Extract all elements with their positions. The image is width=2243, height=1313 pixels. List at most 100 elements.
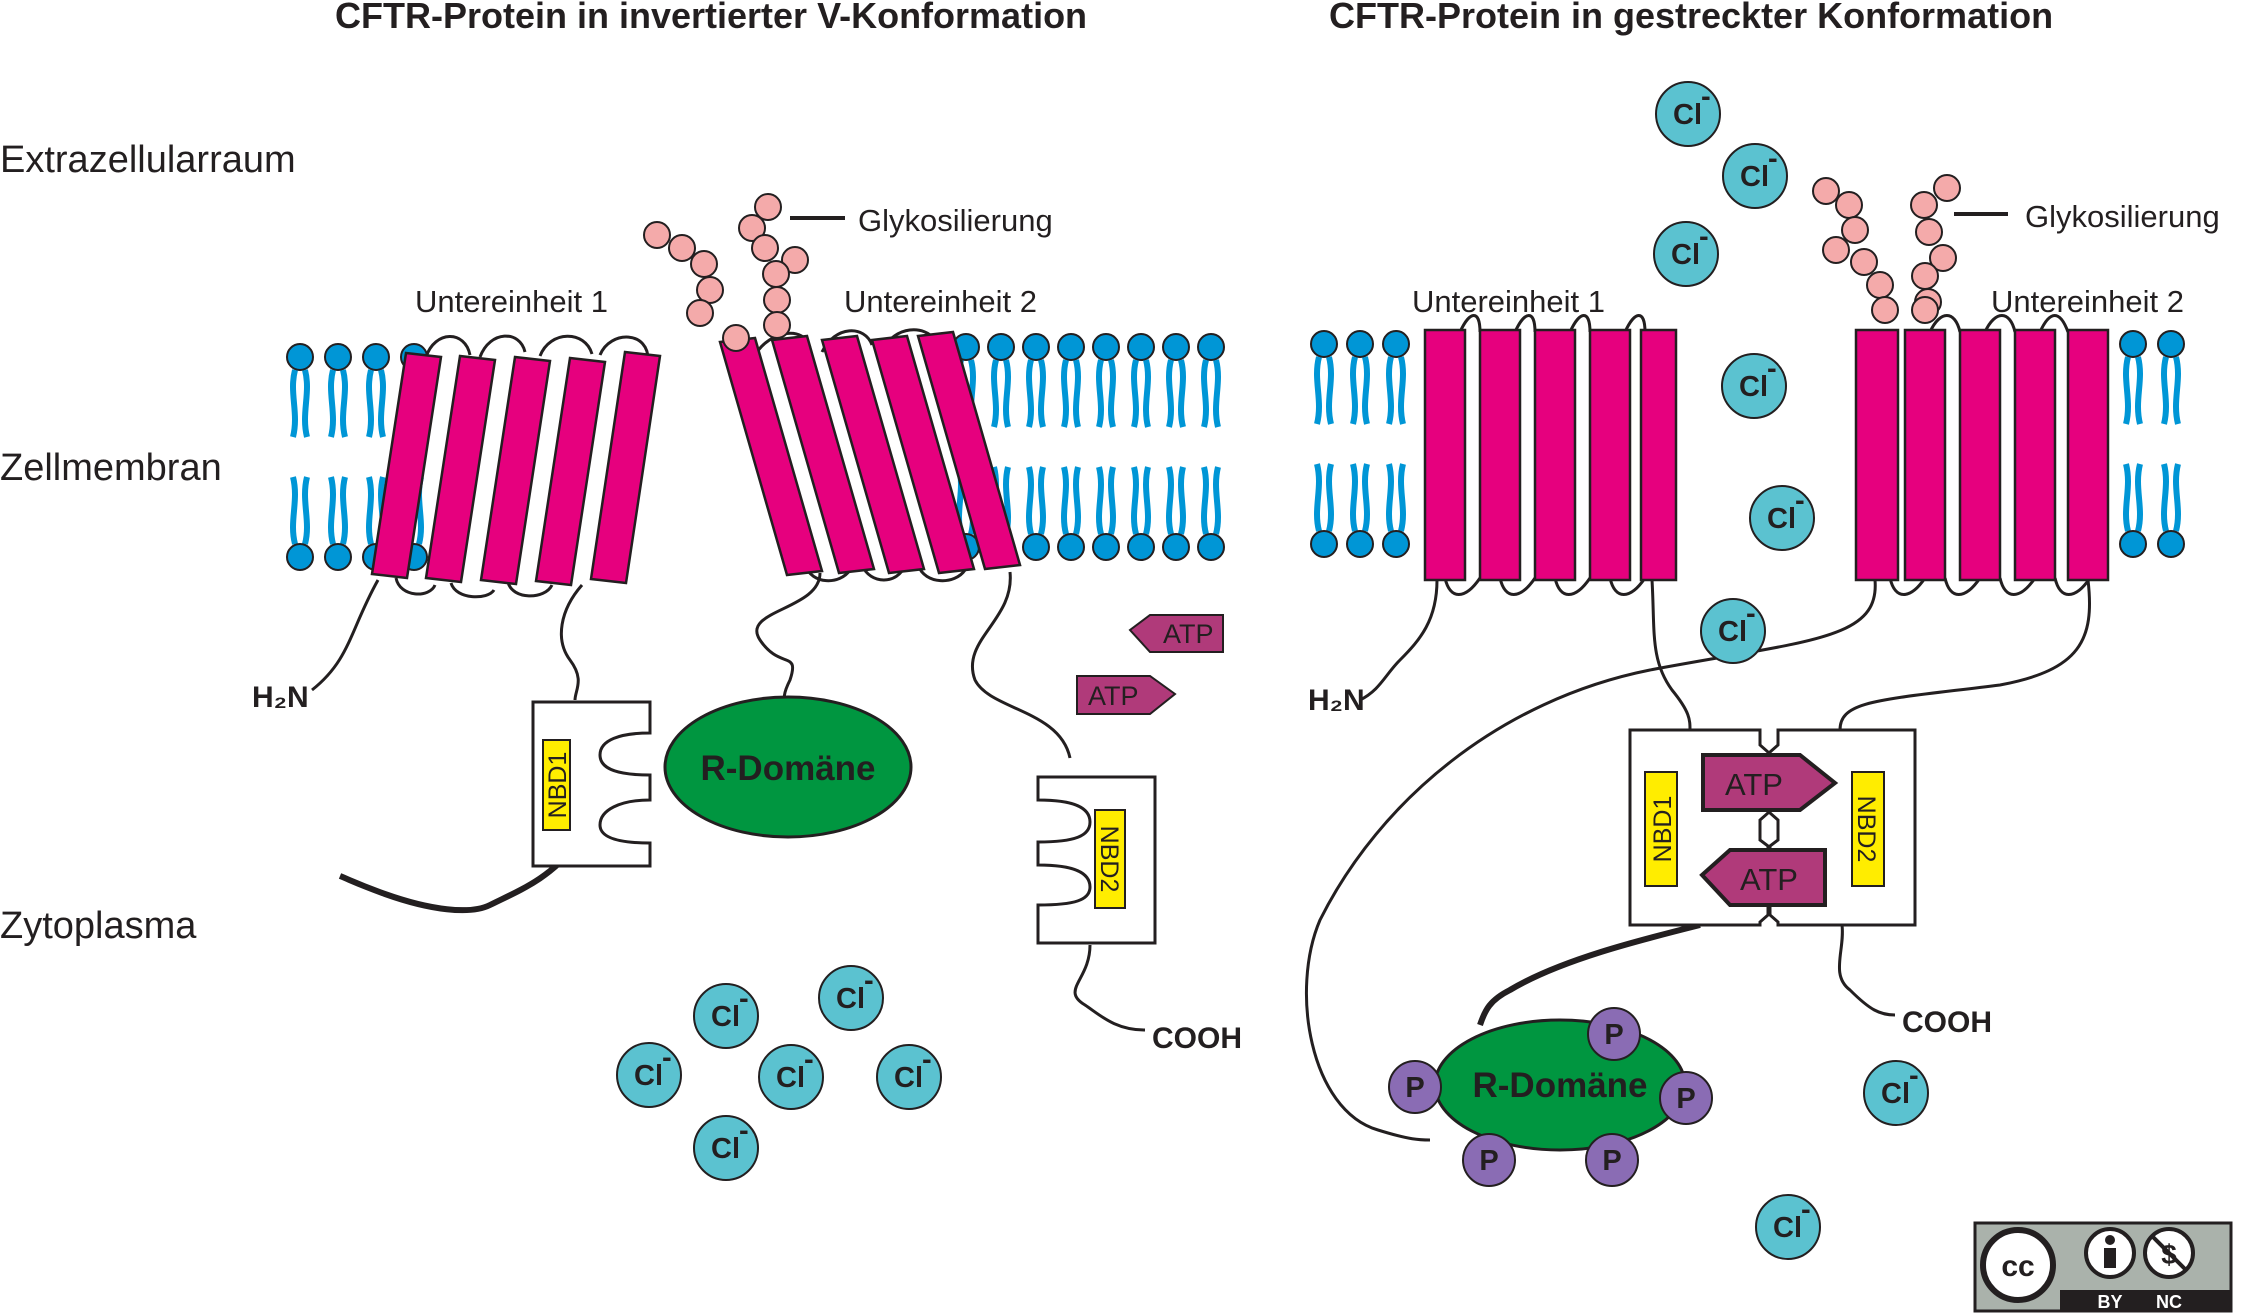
helices-left-subunit2 — [718, 330, 1022, 577]
svg-text:Cl: Cl — [1767, 503, 1796, 535]
nbd1-right-tag — [1644, 771, 1678, 887]
label-membrane: Zellmembran — [0, 447, 222, 489]
label-subunit1-left: Untereinheit 1 — [415, 284, 608, 319]
nbd2-right-label: NBD2 — [1852, 796, 1880, 863]
svg-text:-: - — [1909, 1060, 1919, 1092]
chloride-ion: Cl- — [1700, 598, 1766, 664]
nbd1-left-label: NBD1 — [544, 752, 572, 819]
svg-text:Cl: Cl — [1671, 239, 1700, 271]
svg-text:Cl: Cl — [894, 1062, 923, 1094]
svg-text:ATP: ATP — [1163, 619, 1214, 649]
nbd1-right-label: NBD1 — [1649, 796, 1677, 863]
svg-text:P: P — [1405, 1072, 1424, 1104]
svg-text:Cl: Cl — [1881, 1078, 1910, 1110]
svg-text:Cl: Cl — [836, 983, 865, 1015]
chloride-ion: Cl- — [1655, 81, 1721, 147]
svg-text:Cl: Cl — [711, 1001, 740, 1033]
chloride-ion: Cl- — [1721, 353, 1787, 419]
svg-text:ATP: ATP — [1725, 767, 1783, 802]
chloride-ion: Cl- — [616, 1042, 682, 1108]
nbd-dimer-right: NBD1 NBD2 ATP ATP — [1628, 728, 1917, 927]
svg-text:-: - — [1768, 143, 1778, 175]
phosphate-group: P — [1587, 1007, 1641, 1061]
svg-text:ATP: ATP — [1740, 862, 1798, 897]
svg-text:-: - — [1746, 598, 1756, 630]
license-nc: NC — [2156, 1292, 2182, 1312]
chloride-ion: Cl- — [693, 1115, 759, 1181]
svg-text:-: - — [739, 1115, 749, 1147]
svg-text:-: - — [1699, 221, 1709, 253]
r-domain-left — [663, 695, 913, 839]
label-cytoplasm: Zytoplasma — [0, 905, 197, 947]
chloride-ion: Cl- — [1755, 1194, 1821, 1260]
cc-icon — [1980, 1227, 2056, 1303]
loops-right — [1443, 314, 2092, 596]
svg-text:-: - — [804, 1044, 814, 1076]
phosphate-group: P — [1462, 1133, 1516, 1187]
atp-bound-1 — [1701, 753, 1839, 812]
label-glycosylation-right: Glykosilierung — [2025, 199, 2220, 234]
r-domain-right: R-Domäne P P P P P — [1388, 1007, 1713, 1187]
svg-text:-: - — [864, 965, 874, 997]
svg-text:Cl: Cl — [1740, 161, 1769, 193]
r-domain-left-label: R-Domäne — [700, 749, 875, 788]
c-terminus-right: COOH — [1902, 1006, 1992, 1039]
svg-text:Cl: Cl — [776, 1062, 805, 1094]
glycosylation-left — [643, 193, 809, 352]
svg-text:Cl: Cl — [1773, 1212, 1802, 1244]
linker-right-thick — [1477, 922, 1701, 1026]
r-domain-right-label: R-Domäne — [1472, 1066, 1647, 1105]
chloride-ion: Cl- — [1749, 485, 1815, 551]
nbd1-left-tag — [542, 739, 571, 831]
label-subunit2-left: Untereinheit 2 — [844, 284, 1037, 319]
svg-text:ATP: ATP — [1088, 681, 1139, 711]
svg-text:-: - — [739, 983, 749, 1015]
atp-free-2: ATP — [1076, 675, 1177, 715]
n-terminus-right: H₂N — [1308, 684, 1365, 717]
license-badge[interactable]: cc $ BY NC — [1973, 1221, 2233, 1313]
label-subunit1-right: Untereinheit 1 — [1412, 284, 1605, 319]
svg-text:Cl: Cl — [711, 1133, 740, 1165]
chloride-ions-right: Cl- Cl- Cl- Cl- Cl- Cl- Cl- Cl- — [1653, 81, 1929, 1260]
phosphate-group: P — [1388, 1060, 1442, 1114]
chloride-ion: Cl- — [818, 965, 884, 1031]
phosphate-group: P — [1585, 1133, 1639, 1187]
n-terminus-left: H₂N — [252, 681, 309, 714]
strands-right — [1304, 579, 2092, 1142]
linker-left-thick — [338, 841, 581, 914]
chloride-ion: Cl- — [1722, 143, 1788, 209]
svg-text:-: - — [1795, 485, 1805, 517]
svg-text:P: P — [1479, 1145, 1498, 1177]
svg-text:-: - — [1767, 353, 1777, 385]
svg-text:P: P — [1676, 1083, 1695, 1115]
label-extracellular: Extrazellularraum — [0, 139, 296, 181]
atp-free-1: ATP — [1128, 614, 1224, 653]
svg-text:-: - — [1801, 1194, 1811, 1226]
svg-text:Cl: Cl — [1739, 371, 1768, 403]
chloride-ion: Cl- — [693, 983, 759, 1049]
helices-left-subunit1 — [370, 350, 662, 587]
strands-left — [311, 571, 1146, 1032]
label-glycosylation-left: Glykosilierung — [858, 203, 1053, 238]
chloride-ion: Cl- — [758, 1044, 824, 1110]
nbd2-right-tag — [1851, 771, 1885, 887]
phosphate-group: P — [1659, 1071, 1713, 1125]
chloride-ion: Cl- — [1863, 1060, 1929, 1126]
glycosylation-right — [1812, 174, 1961, 324]
chloride-ion: Cl- — [876, 1044, 942, 1110]
c-terminus-left: COOH — [1152, 1022, 1242, 1055]
chloride-ions-left: Cl- Cl- Cl- Cl- Cl- Cl- — [616, 965, 942, 1181]
svg-text:P: P — [1602, 1145, 1621, 1177]
svg-text:-: - — [662, 1042, 672, 1074]
svg-text:Cl: Cl — [1718, 616, 1747, 648]
chloride-ion: Cl- — [1653, 221, 1719, 287]
svg-text:-: - — [1701, 81, 1711, 113]
atp-bound-2 — [1699, 848, 1827, 907]
title-left: CFTR-Protein in invertierter V-Konformat… — [335, 0, 1087, 36]
svg-text:P: P — [1604, 1019, 1623, 1051]
cc-icon-label: cc — [2001, 1250, 2034, 1283]
svg-text:Cl: Cl — [634, 1060, 663, 1092]
helices-right-subunit2 — [1854, 328, 2110, 582]
nbd2-left-label: NBD2 — [1095, 826, 1123, 893]
